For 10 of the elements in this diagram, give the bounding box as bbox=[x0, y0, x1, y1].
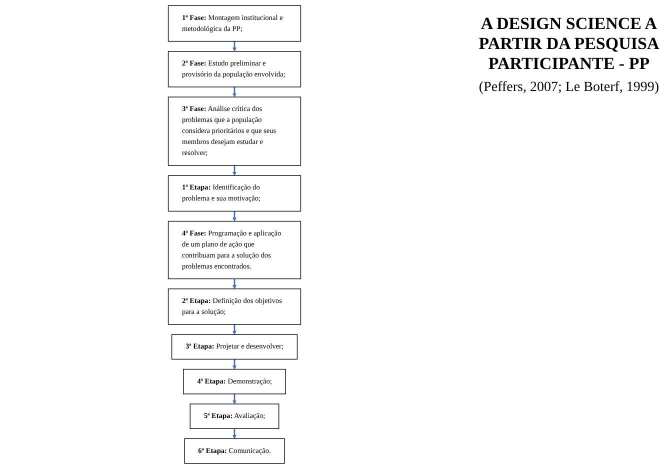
arrow bbox=[232, 166, 236, 176]
arrow bbox=[232, 86, 236, 98]
arrow bbox=[232, 394, 236, 404]
arrow bbox=[232, 324, 236, 335]
arrow bbox=[232, 278, 236, 290]
arrow bbox=[232, 359, 236, 370]
title: A DESIGN SCIENCE A PARTIR DA PESQUISA PARTICIPANTE - PP bbox=[478, 14, 660, 74]
citation-note: (Peffers, 2007; Le Boterf, 1999) bbox=[478, 80, 660, 96]
arrow bbox=[232, 211, 236, 222]
arrow bbox=[232, 41, 236, 52]
